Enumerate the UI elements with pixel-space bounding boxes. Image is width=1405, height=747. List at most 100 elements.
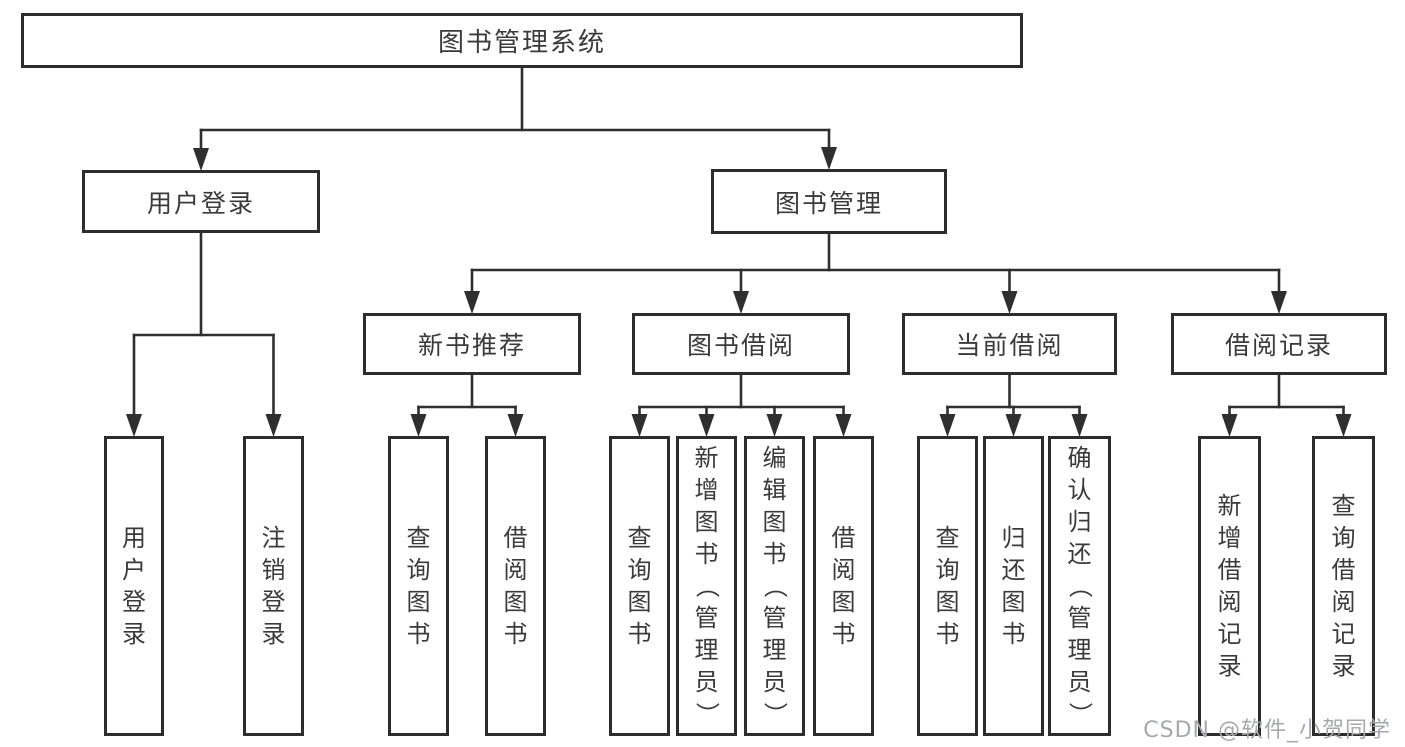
node-label-char: 还 xyxy=(1067,540,1092,568)
node-book-borrow: 图书借阅 xyxy=(632,313,850,375)
node-root: 图书管理系统 xyxy=(21,13,1023,68)
node-label-char: 录 xyxy=(261,620,286,648)
node-label-char: 增 xyxy=(1217,524,1242,552)
node-cb-query-book: 查询图书 xyxy=(917,436,978,736)
arrowhead-icon xyxy=(1005,414,1022,437)
node-label-char: 用 xyxy=(122,524,146,552)
node-label-char: 图 xyxy=(935,588,960,616)
node-label-char: 图 xyxy=(406,588,431,616)
arrowhead-icon xyxy=(631,414,648,437)
node-label-char: 书 xyxy=(1001,620,1026,648)
node-nb-borrow-book: 借阅图书 xyxy=(485,436,546,736)
node-cb-confirm-return: 确认归还（管理员） xyxy=(1048,436,1111,736)
node-label-char: 管 xyxy=(762,604,787,632)
node-label-char: 注 xyxy=(261,524,286,552)
node-label: 新书推荐 xyxy=(417,331,526,360)
arrowhead-icon xyxy=(835,414,852,437)
node-label-char: 询 xyxy=(935,556,960,584)
node-book-mgmt: 图书管理 xyxy=(711,169,947,234)
node-label-char: 查 xyxy=(627,524,652,552)
arrowhead-icon xyxy=(1335,414,1352,437)
node-nb-query-book: 查询图书 xyxy=(388,436,449,736)
arrowhead-icon xyxy=(939,414,956,437)
node-label-char: 记 xyxy=(1217,620,1242,648)
node-bb-query-book: 查询图书 xyxy=(609,436,670,736)
node-label-char: 员 xyxy=(1067,668,1092,696)
arrowhead-icon xyxy=(733,291,749,314)
arrowhead-icon xyxy=(126,414,142,437)
node-label-char: ） xyxy=(760,702,789,726)
node-label-char: 阅 xyxy=(1331,588,1356,616)
node-label-char: 归 xyxy=(1001,524,1026,552)
node-label-char: 归 xyxy=(1067,508,1092,536)
arrowhead-icon xyxy=(507,414,524,437)
node-label-char: 员 xyxy=(694,668,719,696)
node-label-char: 新 xyxy=(1217,492,1242,520)
node-label-char: 借 xyxy=(503,524,528,552)
node-label-char: 借 xyxy=(831,524,856,552)
node-label-char: 户 xyxy=(122,556,146,584)
node-label-char: 询 xyxy=(406,556,431,584)
node-label-char: 询 xyxy=(1331,524,1356,552)
node-label-char: 认 xyxy=(1067,476,1092,504)
node-bb-add-book: 新增图书（管理员） xyxy=(676,436,737,736)
node-label: 图书管理 xyxy=(774,188,883,218)
node-label-char: 销 xyxy=(261,556,286,584)
node-label-char: 管 xyxy=(694,604,719,632)
arrowhead-icon xyxy=(1071,414,1088,437)
node-label-char: 理 xyxy=(694,636,719,664)
arrowhead-icon xyxy=(193,148,209,171)
node-label: 图书管理系统 xyxy=(437,28,606,58)
node-label-char: 图 xyxy=(762,508,787,536)
node-label-char: ） xyxy=(692,702,721,726)
arrowhead-icon xyxy=(1001,291,1018,314)
node-label-char: （ xyxy=(1065,574,1094,598)
node-label-char: 查 xyxy=(1331,492,1356,520)
node-label-char: 书 xyxy=(935,620,960,648)
node-label-char: 图 xyxy=(627,588,652,616)
node-label: 用户登录 xyxy=(146,188,255,218)
node-bb-edit-book: 编辑图书（管理员） xyxy=(744,436,805,736)
node-label-char: （ xyxy=(692,574,721,598)
node-user-login: 用户登录 xyxy=(82,170,320,233)
node-label-char: 图 xyxy=(831,588,856,616)
node-current-borrow: 当前借阅 xyxy=(902,313,1117,375)
arrowhead-icon xyxy=(410,414,427,437)
node-label-char: 理 xyxy=(1067,636,1092,664)
node-new-book-rec: 新书推荐 xyxy=(363,313,581,375)
node-label-char: 录 xyxy=(1217,652,1242,680)
node-br-add-record: 新增借阅记录 xyxy=(1198,436,1261,736)
node-label-char: 员 xyxy=(762,668,787,696)
node-ul-logout: 注销登录 xyxy=(243,436,304,736)
node-label-char: 书 xyxy=(406,620,431,648)
node-label: 当前借阅 xyxy=(955,331,1064,360)
arrowhead-icon xyxy=(766,414,783,437)
node-label: 图书借阅 xyxy=(686,331,795,360)
arrowhead-icon xyxy=(1271,291,1287,314)
node-label-char: 借 xyxy=(1217,556,1242,584)
node-label-char: 记 xyxy=(1331,620,1356,648)
node-label-char: 书 xyxy=(627,620,652,648)
node-label-char: 查 xyxy=(406,524,431,552)
node-label-char: 理 xyxy=(762,636,787,664)
node-label-char: 增 xyxy=(694,476,719,504)
node-borrow-records: 借阅记录 xyxy=(1171,313,1387,375)
node-label: 借阅记录 xyxy=(1224,331,1333,360)
node-bb-borrow-book: 借阅图书 xyxy=(813,436,874,736)
arrowhead-icon xyxy=(265,414,282,437)
node-label-char: ） xyxy=(1065,702,1094,726)
node-label-char: 书 xyxy=(503,620,528,648)
node-cb-return-book: 归还图书 xyxy=(983,436,1044,736)
node-label-char: 阅 xyxy=(503,556,528,584)
node-label-char: 图 xyxy=(503,588,528,616)
node-label-char: 图 xyxy=(1001,588,1026,616)
node-label-char: 辑 xyxy=(762,476,787,504)
node-label-char: 图 xyxy=(694,508,719,536)
node-label-char: 借 xyxy=(1331,556,1356,584)
node-label-char: 阅 xyxy=(1217,588,1242,616)
node-label-char: 登 xyxy=(122,588,146,616)
node-label-char: 书 xyxy=(831,620,856,648)
arrowhead-icon xyxy=(464,291,480,314)
